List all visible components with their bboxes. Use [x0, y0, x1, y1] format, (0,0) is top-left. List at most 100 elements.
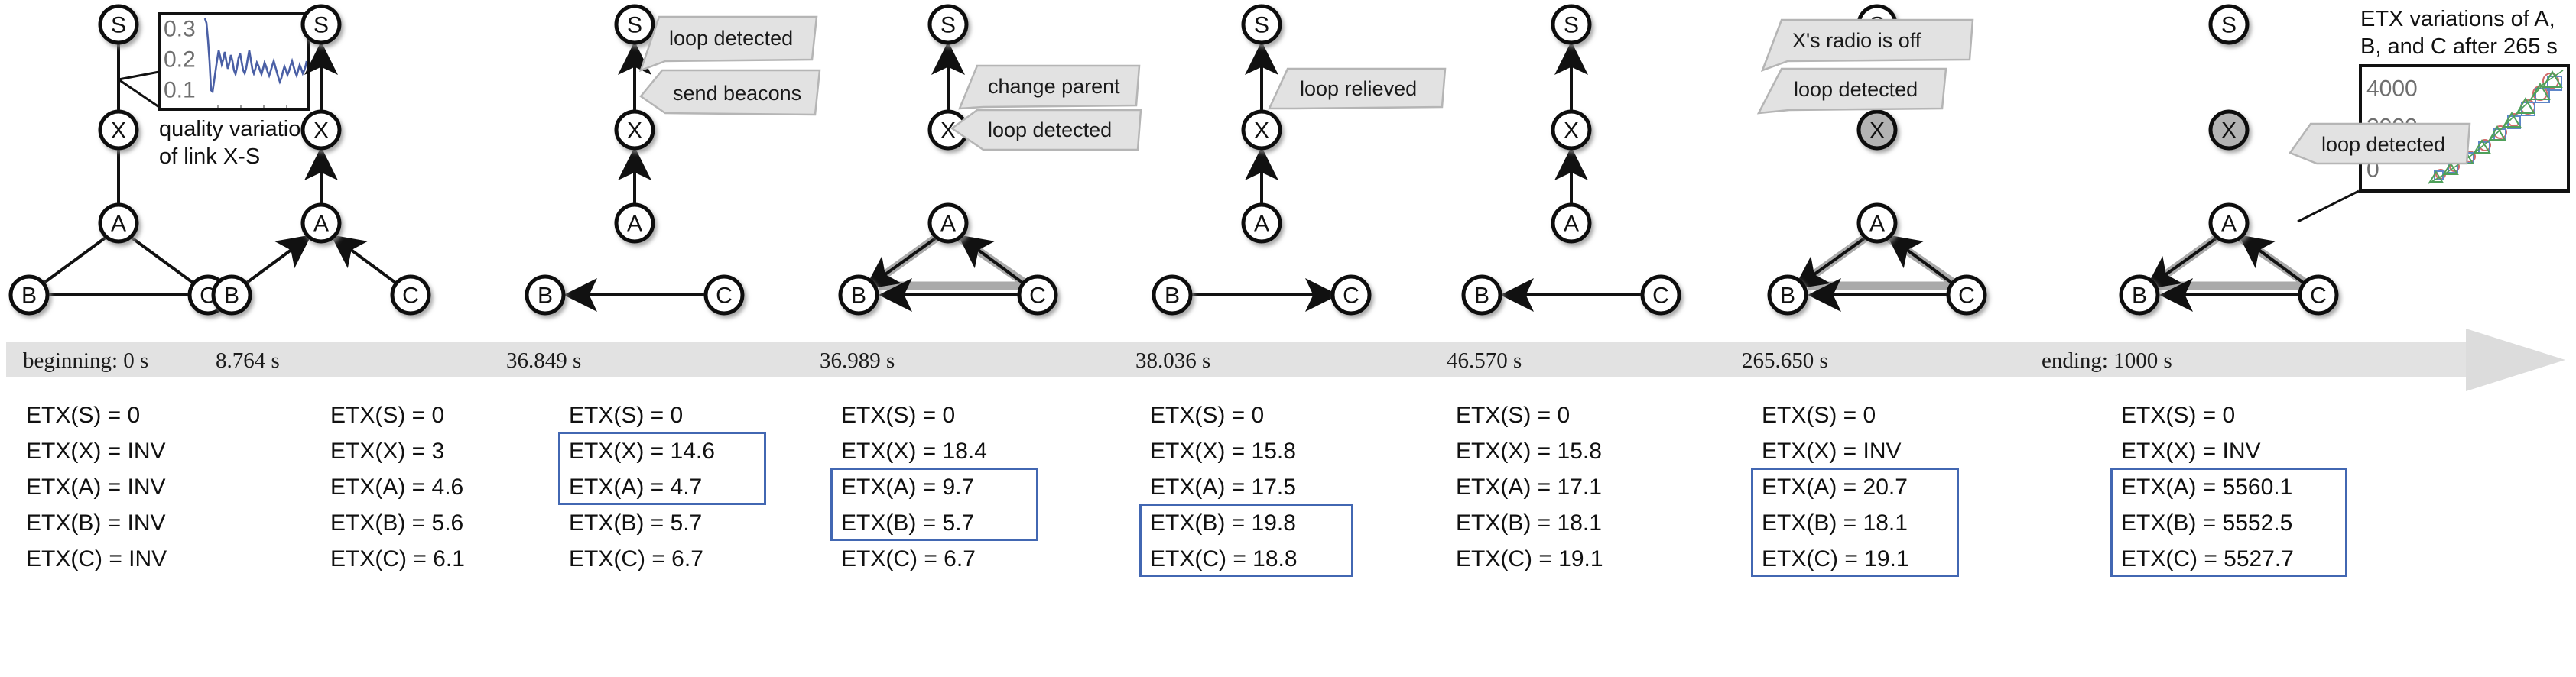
node-c-label: C: [1343, 283, 1359, 309]
node-a-label: A: [1254, 212, 1269, 237]
node-s-label: S: [313, 13, 329, 38]
etx-trend-line: [2428, 70, 2564, 184]
node-b-label: B: [224, 283, 239, 309]
node-c-label: C: [402, 283, 419, 309]
callout-loop-detected-2: loop detected: [950, 109, 1142, 151]
node-x-label: X: [627, 118, 642, 144]
timeline-stamp-3: 36.849 s: [506, 348, 582, 373]
node-a-label: A: [940, 212, 956, 237]
node-b-label: B: [851, 283, 866, 309]
node-x-label: X: [2221, 118, 2237, 144]
etx-column-6: ETX(S) = 0 ETX(X) = 15.8 ETX(A) = 17.1 E…: [1445, 397, 1751, 577]
node-a-label: A: [2221, 212, 2237, 237]
etx-row: ETX(X) = 15.8: [1150, 439, 1296, 464]
node-x-inactive: [2208, 109, 2250, 151]
callout-text: loop detected: [2321, 133, 2445, 156]
callout-send-beacons: send beacons: [639, 69, 821, 116]
timeline-stamp-5: 38.036 s: [1135, 348, 1211, 373]
etx-row: ETX(C) = 18.8: [1150, 546, 1298, 572]
panel-graph-6: S X A B C: [1453, 0, 1775, 336]
inset-ytick-0: 0.3: [164, 17, 196, 42]
etx-row: ETX(S) = 0: [26, 403, 141, 428]
etx-row: ETX(A) = 17.5: [1150, 475, 1296, 500]
node-c: [1946, 274, 1987, 316]
etx-row: ETX(C) = 6.7: [841, 546, 976, 572]
node-a: [614, 202, 655, 244]
etx-row: ETX(B) = INV: [26, 510, 166, 536]
etx-row: ETX(S) = 0: [1762, 403, 1876, 428]
timeline-stamp-8: ending: 1000 s: [2042, 348, 2172, 373]
node-c: [1640, 274, 1681, 316]
node-c-label: C: [1029, 283, 1046, 309]
etx-column-4: ETX(S) = 0 ETX(X) = 18.4 ETX(A) = 9.7 ET…: [830, 397, 1136, 577]
topology-graph-5: S X A B C: [1152, 4, 1372, 316]
node-a-label: A: [627, 212, 642, 237]
node-a: [2208, 202, 2250, 244]
callout-text: send beacons: [673, 82, 801, 105]
timeline-stamp-7: 265.650 s: [1742, 348, 1828, 373]
panel-graph-8: S X A B C ETX variations of A, B, and C …: [2110, 0, 2576, 336]
topology-graph-4: S X A B C: [838, 4, 1058, 316]
panel-graph-2: S X A B C: [203, 0, 525, 336]
inset-quality-series: [203, 18, 308, 94]
topology-graph-3: S X A B C: [525, 4, 745, 316]
node-b: [2119, 274, 2160, 316]
timeline: beginning: 0 s 8.764 s 36.849 s 36.989 s…: [0, 329, 2576, 391]
etx-column-3: ETX(S) = 0 ETX(X) = 14.6 ETX(A) = 4.7 ET…: [558, 397, 864, 577]
node-s: [2208, 4, 2250, 45]
node-a-label: A: [313, 212, 329, 237]
callout-change-parent: change parent: [958, 64, 1141, 110]
node-s-label: S: [940, 13, 956, 38]
etx-row: ETX(C) = 6.7: [569, 546, 703, 572]
node-b-label: B: [1474, 283, 1489, 309]
node-a: [98, 202, 139, 244]
etx-row: ETX(B) = 18.1: [1762, 510, 1908, 536]
node-b-label: B: [1780, 283, 1795, 309]
node-b: [525, 274, 566, 316]
etx-row: ETX(S) = 0: [1456, 403, 1571, 428]
panel-graph-4: S X A B C: [830, 0, 1152, 336]
panel-graph-3: S X A B C: [516, 0, 838, 336]
node-a: [1241, 202, 1282, 244]
node-x: [98, 109, 139, 151]
node-a: [300, 202, 342, 244]
inset-caption-line1: quality variation: [159, 117, 313, 141]
node-b: [838, 274, 879, 316]
node-a-label: A: [1869, 212, 1885, 237]
timeline-stamp-2: 8.764 s: [216, 348, 280, 373]
timeline-stamp-6: 46.570 s: [1447, 348, 1522, 373]
etx-row: ETX(C) = 19.1: [1762, 546, 1909, 572]
node-c: [2298, 274, 2339, 316]
etx-column-5: ETX(S) = 0 ETX(X) = 15.8 ETX(A) = 17.5 E…: [1139, 397, 1445, 577]
node-c: [1330, 274, 1372, 316]
node-a: [1551, 202, 1592, 244]
etx-row: ETX(B) = 5.7: [569, 510, 703, 536]
timeline-stamp-4: 36.989 s: [820, 348, 895, 373]
etx-row: ETX(B) = 5552.5: [2121, 510, 2293, 536]
node-c: [390, 274, 431, 316]
callout-layer: loop detected send beacons change parent…: [638, 15, 2471, 165]
etx-column-7: ETX(S) = 0 ETX(X) = INV ETX(A) = 20.7 ET…: [1751, 397, 2057, 577]
etx-row: ETX(S) = 0: [569, 403, 684, 428]
etx-column-8: ETX(S) = 0 ETX(X) = INV ETX(A) = 5560.1 …: [2110, 397, 2416, 577]
topology-graph-6: S X A B C: [1461, 4, 1681, 316]
node-s-label: S: [111, 13, 126, 38]
etx-row: ETX(X) = 14.6: [569, 439, 715, 464]
node-a-label: A: [111, 212, 126, 237]
etx-column-1: ETX(S) = 0 ETX(X) = INV ETX(A) = INV ETX…: [15, 397, 321, 577]
node-c-label: C: [200, 283, 216, 309]
node-s: [300, 4, 342, 45]
node-x-label: X: [1564, 118, 1579, 144]
node-s: [1551, 4, 1592, 45]
callout-radio-off: X's radio is off: [1760, 18, 1974, 73]
callout-loop-detected-4: loop detected: [2289, 122, 2471, 165]
etx-row: ETX(X) = INV: [1762, 439, 1902, 464]
callout-text: loop detected: [1794, 78, 1918, 101]
node-c: [703, 274, 745, 316]
node-b-label: B: [21, 283, 37, 309]
node-s-label: S: [2221, 13, 2237, 38]
node-s-label: S: [627, 13, 642, 38]
node-x-label: X: [111, 118, 126, 144]
etx-row: ETX(S) = 0: [2121, 403, 2236, 428]
etx-row: ETX(X) = INV: [26, 439, 166, 464]
